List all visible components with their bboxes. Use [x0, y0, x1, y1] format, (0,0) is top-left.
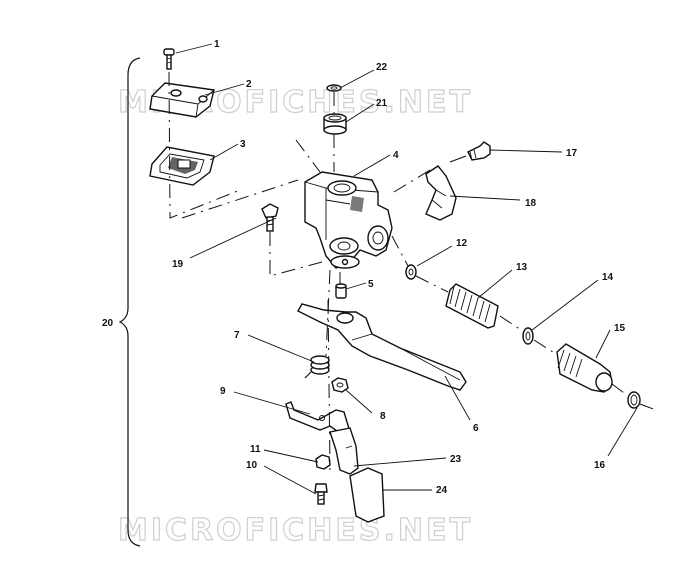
part-14-o-ring: [522, 327, 534, 345]
part-4-master-cylinder: [304, 171, 393, 269]
label-22: 22: [376, 62, 388, 73]
label-16: 16: [594, 460, 606, 471]
label-2: 2: [246, 79, 252, 90]
leader-lines: [175, 43, 638, 495]
label-14: 14: [602, 272, 614, 283]
part-5-pin: [335, 283, 347, 299]
part-22-washer: [326, 84, 342, 92]
label-13: 13: [516, 262, 528, 273]
part-16-washer: [627, 391, 641, 409]
label-18: 18: [525, 198, 537, 209]
part-8-nut: [331, 377, 349, 393]
label-12: 12: [456, 238, 468, 249]
label-4: 4: [393, 150, 399, 161]
label-20: 20: [102, 318, 114, 329]
label-15: 15: [614, 323, 626, 334]
assembly-bracket: [118, 57, 141, 547]
label-19: 19: [172, 259, 184, 270]
part-11-nut: [315, 454, 331, 470]
label-10: 10: [246, 460, 258, 471]
label-21: 21: [376, 98, 388, 109]
part-21-bushing: [323, 113, 347, 135]
label-7: 7: [234, 330, 240, 341]
label-1: 1: [214, 39, 220, 50]
part-3-diaphragm: [149, 146, 215, 186]
label-8: 8: [380, 411, 386, 422]
assembly-axes: [168, 71, 657, 471]
part-17-bolt: [449, 141, 491, 163]
part-18-clamp: [425, 165, 457, 221]
part-9-switch-bracket: [285, 401, 351, 437]
part-2-reservoir-cover: [149, 82, 215, 118]
watermark-bottom: MICROFICHES.NET: [118, 513, 473, 548]
label-3: 3: [240, 139, 246, 150]
label-17: 17: [566, 148, 578, 159]
label-23: 23: [450, 454, 462, 465]
part-15-piston: [556, 343, 613, 393]
part-23-switch: [329, 427, 359, 475]
part-13-spring: [445, 283, 499, 329]
label-5: 5: [368, 279, 374, 290]
label-11: 11: [250, 444, 261, 455]
part-6-brake-lever: [297, 303, 467, 391]
part-7-spring: [304, 355, 330, 379]
label-9: 9: [220, 386, 226, 397]
label-24: 24: [436, 485, 448, 496]
part-24-switch-plate: [349, 467, 385, 523]
part-12-washer: [405, 264, 417, 280]
callout-labels: 1 2 3 4 5 6 7 8 9 10 11 12 13 14 15 16 1…: [102, 39, 626, 496]
part-10-screw: [314, 483, 328, 505]
label-6: 6: [473, 423, 479, 434]
part-19-screw: [261, 203, 279, 232]
part-1-screw: [163, 48, 175, 70]
